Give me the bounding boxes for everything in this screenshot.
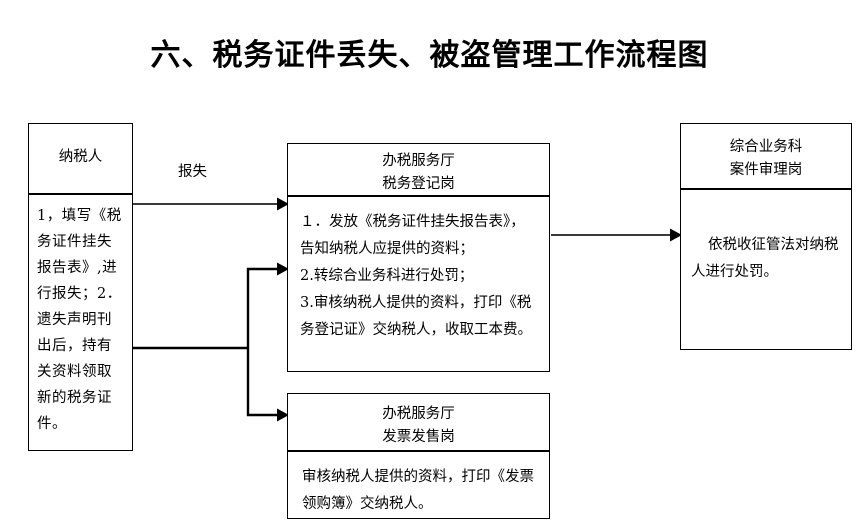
node-tax-registration-desk-body: １．发放《税务证件挂失报告表》，告知纳税人应提供的资料； 2.转综合业务科进行处… [288,197,549,344]
node-tax-registration-desk-body-line2: 2.转综合业务科进行处罚； [300,268,474,284]
edge-branch-to-registration [246,267,277,348]
node-invoice-sales-desk[interactable]: 办税服务厅 发票发售岗 审核纳税人提供的资料，打印《发票领购簿》交纳税人。 [287,393,550,519]
node-tax-registration-desk-body-line1: １．发放《税务证件挂失报告表》，告知纳税人应提供的资料； [300,214,525,257]
node-tax-registration-desk-header-line1: 办税服务厅 [382,153,455,169]
node-invoice-sales-desk-header: 办税服务厅 发票发售岗 [288,394,549,452]
node-taxpayer-header: 纳税人 [29,124,132,195]
edge-label-report-loss: 报失 [178,164,207,180]
node-tax-registration-desk-body-line3: 3.审核纳税人提供的资料，打印《税务登记证》交纳税人，收取工本费。 [300,295,532,338]
node-tax-registration-desk-header-line2: 税务登记岗 [382,176,455,192]
node-taxpayer-header-line1: 纳税人 [58,149,103,165]
node-case-review-desk-header-line2: 案件审理岗 [729,162,803,178]
node-case-review-desk[interactable]: 综合业务科 案件审理岗 依税收征管法对纳税人进行处罚。 [680,123,852,350]
page-title: 六、税务证件丢失、被盗管理工作流程图 [150,38,709,73]
node-case-review-desk-header-line1: 综合业务科 [729,139,803,155]
node-invoice-sales-desk-header-line2: 发票发售岗 [382,429,455,445]
node-taxpayer[interactable]: 纳税人 1，填写《税务证件挂失报告表》,进行报失；2．遗失声明刊出后，持有关资料… [28,123,133,451]
node-case-review-desk-header: 综合业务科 案件审理岗 [681,124,851,190]
node-taxpayer-body: 1，填写《税务证件挂失报告表》,进行报失；2．遗失声明刊出后，持有关资料领取新的… [37,208,122,432]
node-tax-registration-desk[interactable]: 办税服务厅 税务登记岗 １．发放《税务证件挂失报告表》，告知纳税人应提供的资料；… [287,143,550,372]
edge-branch-to-invoice [246,348,277,417]
node-tax-registration-desk-header: 办税服务厅 税务登记岗 [288,144,549,197]
node-invoice-sales-desk-header-line1: 办税服务厅 [382,406,455,422]
node-invoice-sales-desk-body: 审核纳税人提供的资料，打印《发票领购簿》交纳税人。 [302,469,534,512]
node-case-review-desk-body: 依税收征管法对纳税人进行处罚。 [691,237,839,280]
